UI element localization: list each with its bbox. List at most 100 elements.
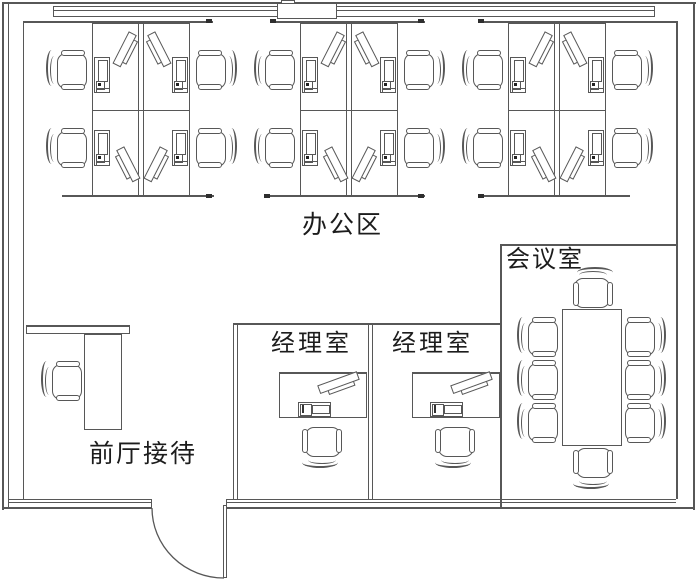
computer-monitor-icon — [172, 130, 188, 166]
monitor-base — [174, 81, 183, 90]
chair-back — [254, 128, 265, 164]
chair-armrest — [614, 162, 638, 168]
conference-table — [562, 309, 622, 446]
top-column-bottom-edge — [277, 18, 337, 19]
chair-back — [258, 56, 266, 84]
monitor-screen — [176, 133, 186, 155]
chair-armrest — [198, 162, 222, 168]
chair-armrest — [198, 84, 222, 90]
monitor-detail — [98, 83, 101, 86]
desk-partition-line — [559, 23, 560, 196]
workstation-desk-group — [300, 23, 398, 196]
window-band-line — [337, 10, 655, 11]
wall-between-managers — [368, 325, 369, 499]
chair-armrest — [336, 429, 342, 453]
manager-office-2-label: 经理室 — [392, 331, 473, 357]
monitor-base-bar — [382, 88, 396, 93]
partition-cap-top — [23, 21, 213, 23]
top-column-right-edge — [336, 2, 337, 19]
monitor-base-bar — [512, 88, 526, 93]
entry-door-leaf — [223, 505, 227, 578]
wall-bottom-left — [2, 507, 152, 509]
chair-back — [654, 323, 662, 351]
monitor-base — [174, 154, 183, 163]
chair-armrest — [627, 394, 651, 400]
wall-left-inner-line — [8, 4, 9, 508]
meeting-chair — [573, 267, 613, 309]
wall-bottom-right-mid-line — [226, 502, 676, 503]
partition-end-tick — [478, 19, 484, 23]
chair-back — [225, 134, 233, 162]
partition-end-tick — [264, 194, 270, 198]
desk-partition-line — [554, 23, 555, 196]
chair-armrest — [627, 360, 651, 366]
monitor-detail — [306, 83, 309, 86]
reception-counter-body — [84, 334, 122, 430]
wall-left-interior — [23, 21, 24, 499]
monitor-base-bar — [174, 161, 188, 166]
chair-armrest — [469, 429, 475, 453]
computer-tray — [444, 405, 462, 414]
wall-manager-top — [233, 323, 502, 325]
chair-armrest — [532, 403, 556, 409]
wall-bottom-left-inner-line — [8, 499, 152, 500]
door-jamb-left — [151, 499, 152, 509]
monitor-screen — [384, 60, 394, 82]
monitor-detail — [98, 156, 101, 159]
chair-back — [258, 134, 266, 162]
meeting-chair — [624, 403, 666, 443]
wall-bottom-left-mid-line — [8, 502, 152, 503]
wall-top-outer — [2, 2, 696, 4]
monitor-base-bar — [96, 88, 110, 93]
chair-armrest — [627, 317, 651, 323]
workstation-desk-group — [508, 23, 606, 196]
partition-end-tick — [418, 194, 424, 198]
monitor-detail — [176, 83, 179, 86]
computer-monitor-icon — [510, 130, 526, 166]
wall-bottom-right — [226, 507, 694, 509]
desk-divider-line — [92, 110, 190, 111]
meeting-chair — [573, 447, 613, 489]
chair-back — [641, 56, 649, 84]
reception-counter-top — [26, 325, 130, 334]
computer-detail — [434, 405, 436, 413]
chair-armrest — [532, 360, 556, 366]
monitor-base-bar — [174, 88, 188, 93]
office-chair — [254, 128, 296, 168]
chair-back — [654, 366, 662, 394]
window-band-line — [337, 16, 655, 17]
office-chair — [254, 50, 296, 90]
chair-armrest — [61, 50, 85, 56]
chair-back — [45, 367, 53, 395]
chair-armrest — [61, 162, 85, 168]
chair-armrest — [532, 394, 556, 400]
meeting-chair — [517, 317, 559, 357]
monitor-detail — [514, 156, 517, 159]
manager-office-1-label: 经理室 — [271, 331, 352, 357]
chair-armrest — [56, 395, 80, 401]
chair-armrest — [198, 50, 222, 56]
wall-bottom-right-inner-line — [226, 499, 676, 500]
monitor-base-bar — [304, 88, 318, 93]
chair-back — [521, 409, 529, 437]
desk-partition-line — [138, 23, 139, 196]
chair-armrest — [573, 450, 579, 474]
wall-right-outer — [693, 2, 695, 510]
monitor-base-bar — [96, 161, 110, 166]
partition-end-tick — [418, 19, 424, 23]
reception-label: 前厅接待 — [89, 441, 198, 468]
chair-back — [466, 134, 474, 162]
window-band-line — [53, 6, 277, 7]
wall-left-outer — [2, 2, 4, 510]
chair-armrest — [269, 162, 293, 168]
office-chair — [46, 50, 88, 90]
partition-cap-bottom — [62, 195, 214, 197]
chair-back — [517, 403, 528, 439]
computer-monitor-icon — [380, 57, 396, 93]
window-band-end — [53, 6, 54, 17]
chair-back — [521, 323, 529, 351]
chair-armrest — [406, 84, 430, 90]
chair-back — [308, 456, 336, 464]
top-column-cap — [281, 0, 295, 4]
